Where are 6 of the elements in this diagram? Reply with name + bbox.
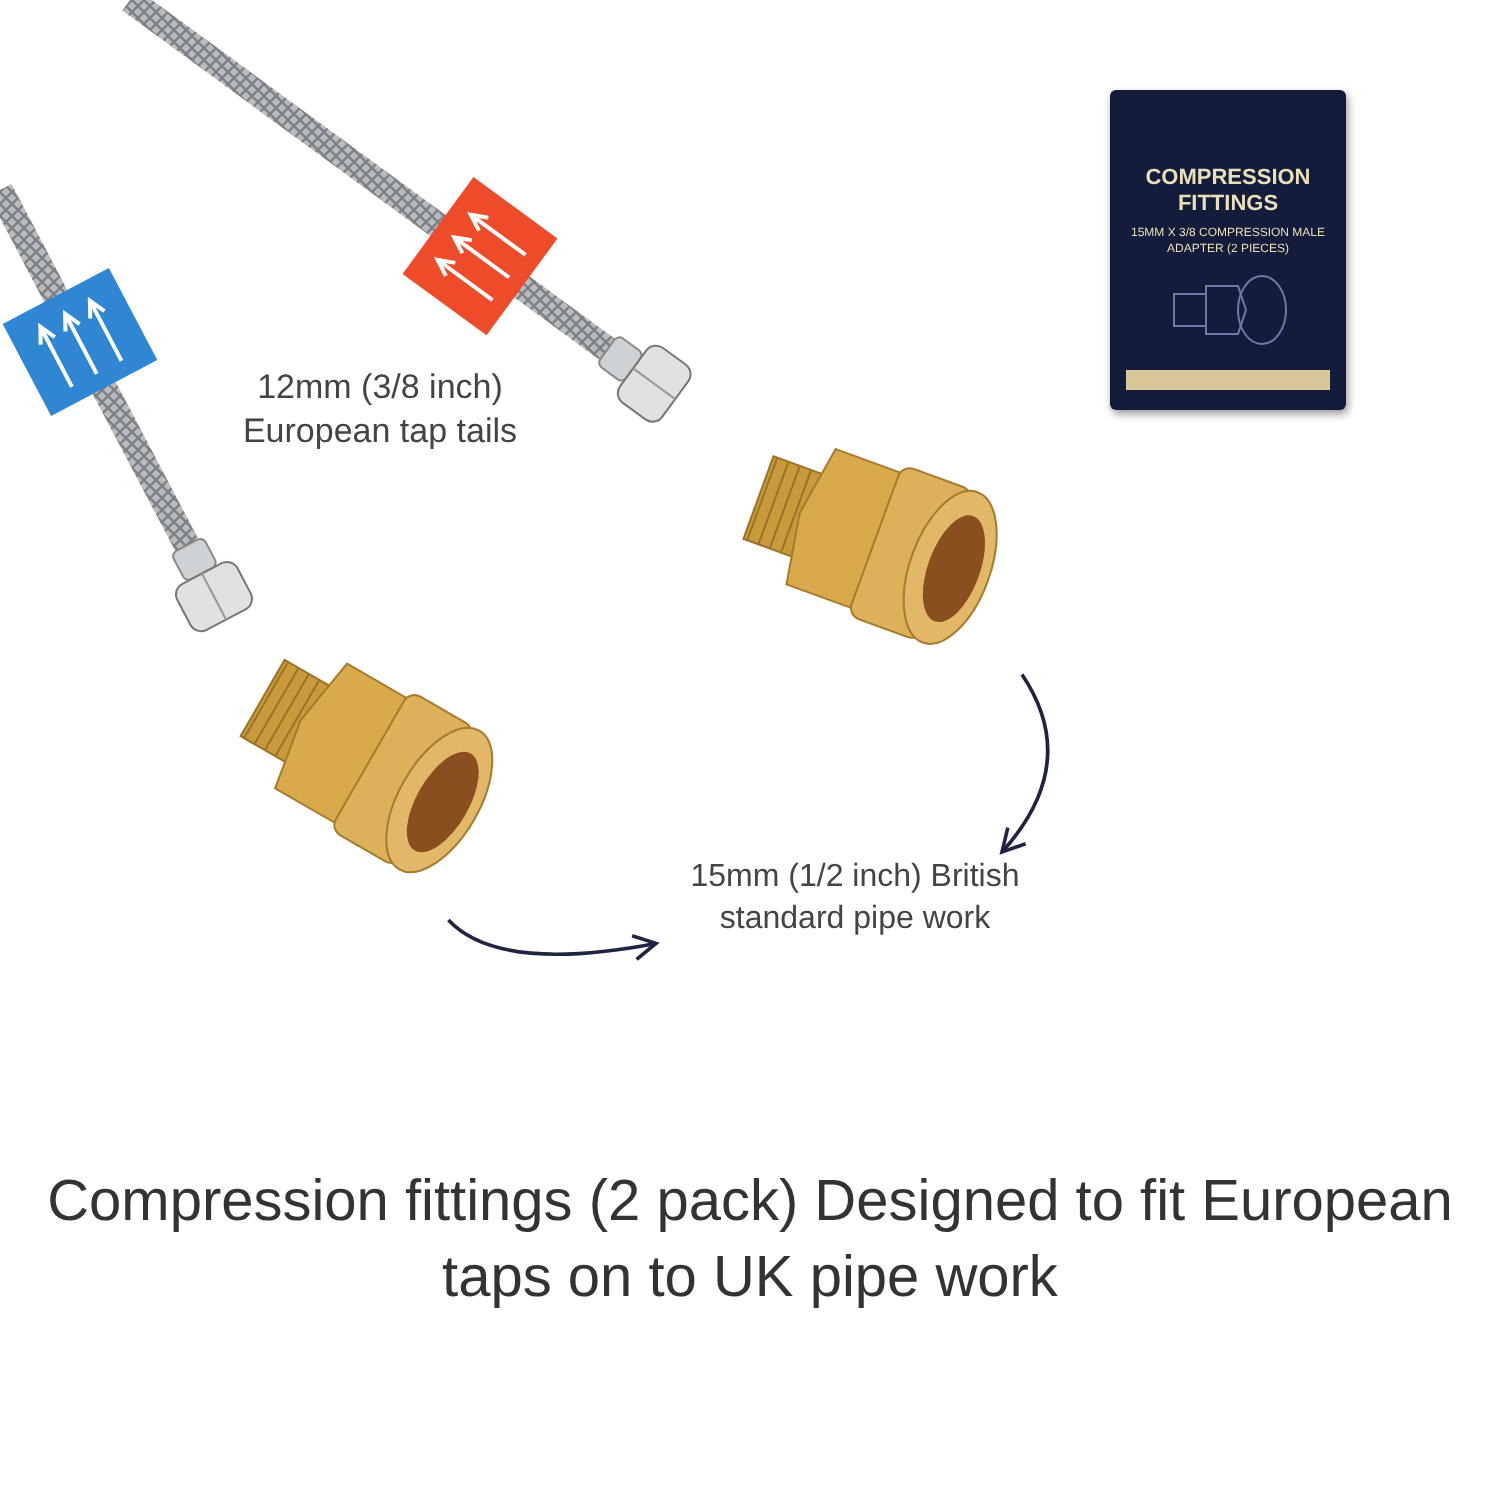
caption: Compression fittings (2 pack) Designed to fit European taps on to UK pipe work: [45, 1168, 1455, 1314]
box-title: COMPRESSION FITTINGS: [1143, 166, 1313, 218]
curved-arrow: [447, 918, 658, 961]
curved-arrow: [1000, 673, 1050, 854]
part-label: 12mm (3/8 inch) European tap tails: [240, 366, 520, 454]
part-label: 15mm (1/2 inch) British standard pipe work: [640, 856, 1070, 940]
